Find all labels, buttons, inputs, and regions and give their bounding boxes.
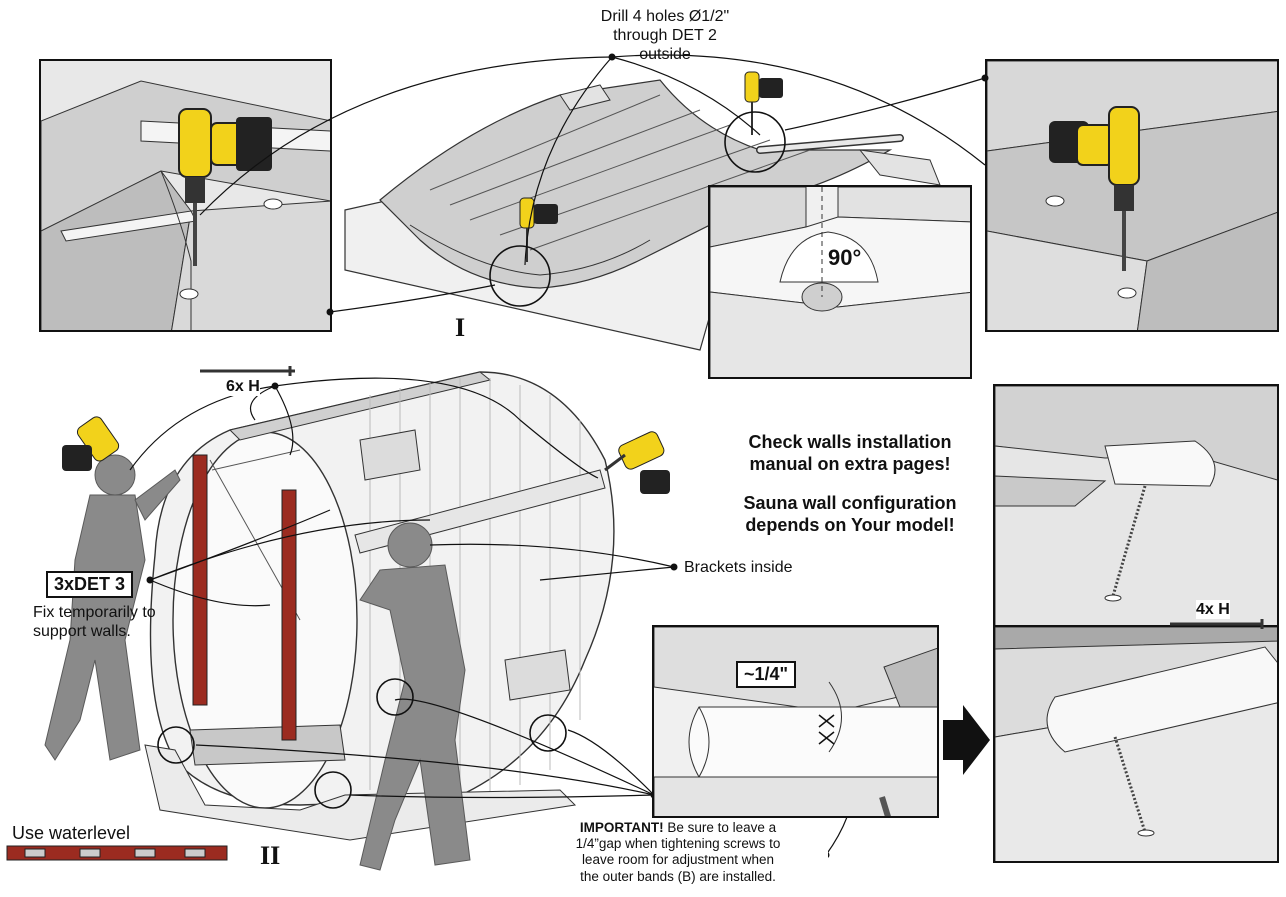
top-left-detail-drawing — [41, 80, 330, 330]
detail-panel-top-right — [985, 59, 1279, 332]
drill-icon — [744, 71, 783, 135]
walls-check-note: Check walls installation manual on extra… — [712, 432, 988, 536]
drill-instruction-line1: Drill 4 holes Ø1/2" — [600, 8, 730, 25]
step-one-numeral: I — [455, 313, 466, 342]
important-line2: 1/4”gap when tightening screws to — [575, 836, 781, 852]
gap-label: ~1/4" — [736, 661, 797, 688]
fix-note-line2: support walls. — [33, 623, 131, 641]
worker-figure-right — [359, 522, 471, 871]
water-level-icon — [281, 489, 297, 741]
screw-icon — [200, 366, 292, 376]
important-line1: Be sure to leave a — [663, 820, 777, 835]
important-line4: the outer bands (B) are installed. — [580, 868, 776, 884]
drill-instruction-line2: through DET 2 — [613, 27, 717, 45]
drill-instruction-line3: outside — [639, 46, 691, 64]
fix-note: Fix temporarily to support walls. — [33, 603, 156, 641]
zoom-circle — [489, 245, 551, 307]
top-right-detail-drawing — [987, 61, 1277, 330]
drill-icon — [604, 431, 670, 494]
screw-icon — [1113, 736, 1147, 833]
walls-config-line2: depends on Your model! — [745, 514, 955, 535]
important-note: IMPORTANT! Be sure to leave a 1/4”gap wh… — [528, 820, 828, 885]
angle-label: 90° — [828, 245, 862, 270]
detail-panel-screw-lower — [993, 625, 1279, 863]
screw-count-top: 6x H — [226, 377, 260, 397]
waterlevel-label: Use waterlevel — [12, 823, 131, 843]
detail-panel-gap: ~1/4" — [652, 625, 939, 818]
right-arrow-icon — [943, 705, 990, 775]
screw-icon — [1111, 485, 1147, 597]
water-level-icon — [192, 454, 208, 706]
cradle-base-drawing — [344, 79, 941, 351]
detail-panel-angle: 90° — [708, 185, 972, 379]
walls-config-line1: Sauna wall configuration — [743, 493, 957, 514]
step-two-numeral: II — [260, 841, 281, 870]
detail-panel-top-left — [39, 59, 332, 332]
worker-figure-left — [44, 454, 181, 761]
walls-check-line1: Check walls installation — [748, 432, 952, 452]
fix-note-line1: Fix temporarily to — [33, 604, 156, 621]
walls-check-line2: manual on extra pages! — [749, 453, 951, 474]
water-level-icon — [6, 845, 228, 861]
drill-icon — [1049, 106, 1140, 271]
drill-instruction: Drill 4 holes Ø1/2" through DET 2 outsid… — [540, 7, 790, 65]
zoom-circle — [724, 111, 786, 173]
important-line3: leave room for adjustment when — [581, 852, 775, 868]
important-lead: IMPORTANT! — [579, 820, 664, 835]
screw-count-right: 4x H — [1196, 600, 1230, 620]
det-label: 3xDET 3 — [46, 571, 134, 598]
callout-leaders — [199, 54, 986, 313]
drill-icon — [62, 416, 120, 471]
drill-icon — [178, 108, 272, 266]
brackets-label: Brackets inside — [684, 559, 793, 576]
detail-panel-screw-upper — [993, 384, 1279, 627]
